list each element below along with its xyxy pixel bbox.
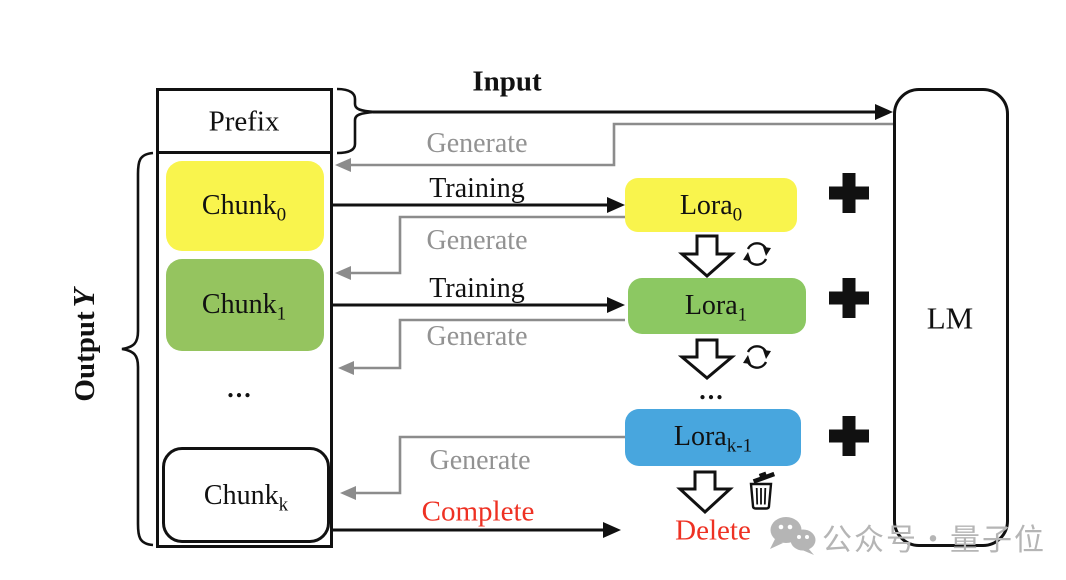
generate-label-3: Generate — [429, 445, 531, 476]
lora-1-box — [628, 278, 806, 334]
lora-0-label: Lora0 — [679, 190, 743, 226]
prefix-brace — [336, 87, 376, 155]
generate-path-lora0 — [335, 215, 625, 280]
generate-label-2: Generate — [426, 321, 528, 352]
block-down-arrow-icon — [676, 470, 734, 515]
watermark-text: 公众号・量子位 — [822, 524, 1046, 557]
training-label-0: Training — [429, 173, 525, 204]
training-arrow-1 — [333, 297, 625, 313]
chunk-0-label: Chunk0 — [201, 190, 287, 226]
refresh-loop-icon — [741, 345, 773, 369]
output-brace — [121, 151, 154, 547]
chunk-k-label: Chunkk — [203, 480, 289, 516]
output-symbol: Y — [66, 288, 101, 308]
input-label: Input — [472, 65, 542, 98]
generate-label-0: Generate — [426, 128, 528, 159]
lm-label: LM — [926, 300, 974, 336]
prefix-box — [156, 88, 333, 154]
trash-icon — [749, 467, 777, 510]
training-label-1: Training — [429, 273, 525, 304]
lora-k-1-label: Lorak-1 — [673, 421, 753, 457]
chunk-k-box — [162, 447, 330, 543]
chunk-1-label: Chunk1 — [201, 289, 287, 325]
block-down-arrow-icon — [678, 234, 736, 278]
wechat-logo-icon — [770, 517, 816, 555]
generate-label-1: Generate — [426, 225, 528, 256]
generate-path-lora1 — [338, 318, 625, 375]
input-arrow — [373, 104, 893, 120]
chunks-ellipsis: ... — [227, 374, 253, 403]
loras-ellipsis: ... — [699, 376, 725, 405]
lm-box — [893, 88, 1009, 547]
delete-label: Delete — [675, 514, 751, 547]
block-down-arrow-icon — [677, 338, 737, 380]
plus-icon — [829, 173, 869, 213]
lora-k-1-box — [625, 409, 801, 466]
generate-path-lm — [335, 122, 893, 172]
chunk-1-box — [166, 259, 324, 351]
training-arrow-0 — [333, 197, 625, 213]
lora-1-label: Lora1 — [684, 290, 748, 326]
chunk-0-box — [166, 161, 324, 251]
generate-path-lora-k-1 — [340, 435, 625, 500]
lora-0-box — [625, 178, 797, 232]
complete-arrow — [333, 522, 621, 538]
plus-icon — [829, 416, 869, 456]
prefix-label: Prefix — [208, 105, 280, 138]
refresh-loop-icon — [741, 242, 773, 266]
complete-label: Complete — [421, 495, 535, 528]
plus-icon — [829, 278, 869, 318]
output-axis-label: OutputY — [66, 288, 101, 402]
